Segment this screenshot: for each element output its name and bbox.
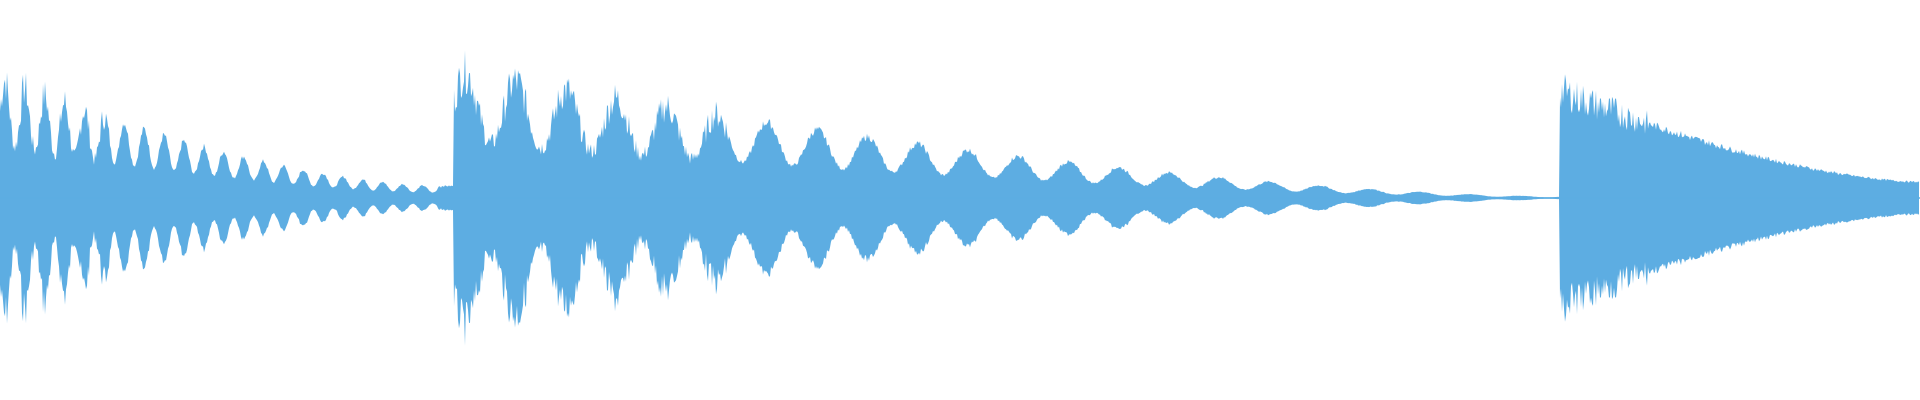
waveform-peaks bbox=[0, 50, 1920, 346]
